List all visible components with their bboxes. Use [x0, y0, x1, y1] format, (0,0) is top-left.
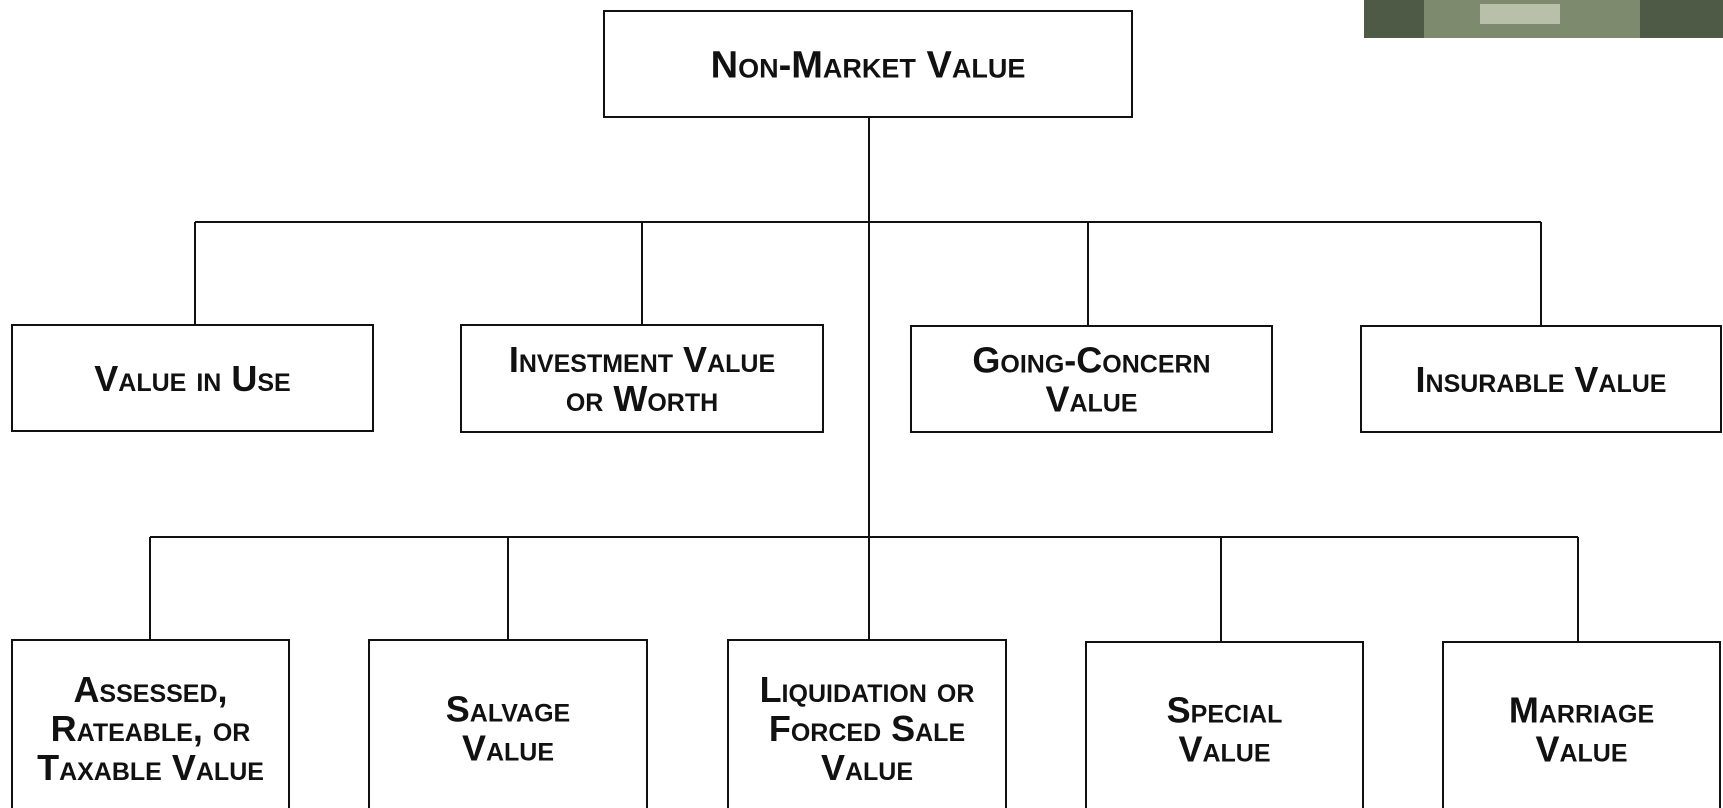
connectors	[149, 117, 1579, 642]
node-value-in-use: Value in Use	[11, 324, 374, 432]
node-label-line: Non-Market Value	[711, 45, 1026, 87]
node-label-line: Value	[821, 747, 913, 788]
node-label-line: Value	[1535, 728, 1627, 769]
node-label: Value in Use	[94, 358, 290, 399]
node-label-line: Rateable, or	[51, 708, 251, 749]
node-label-line: Taxable Value	[37, 747, 264, 788]
node-label-line: Forced Sale	[769, 708, 965, 749]
node-label-line: Investment Value	[509, 339, 775, 380]
node-label-line: Insurable Value	[1416, 359, 1667, 400]
node-label: Insurable Value	[1416, 359, 1667, 400]
node-label-line: Salvage	[446, 689, 570, 730]
node-non-market-value: Non-Market Value	[603, 10, 1133, 118]
node-label-line: Marriage	[1509, 690, 1654, 731]
node-label-line: Assessed,	[73, 669, 227, 710]
node-insurable-value: Insurable Value	[1360, 325, 1722, 433]
photo-fragment	[1364, 0, 1723, 38]
node-label-line: Value in Use	[94, 358, 290, 399]
node-label-line: or Worth	[566, 378, 718, 419]
node-label: Non-Market Value	[711, 45, 1026, 87]
node-label-line: Value	[462, 727, 554, 768]
node-label-line: Special	[1167, 690, 1283, 731]
node-label-line: Value	[1045, 378, 1137, 419]
node-label-line: Liquidation or	[760, 669, 975, 710]
node-label-line: Going-Concern	[972, 340, 1210, 381]
node-label-line: Value	[1178, 728, 1270, 769]
